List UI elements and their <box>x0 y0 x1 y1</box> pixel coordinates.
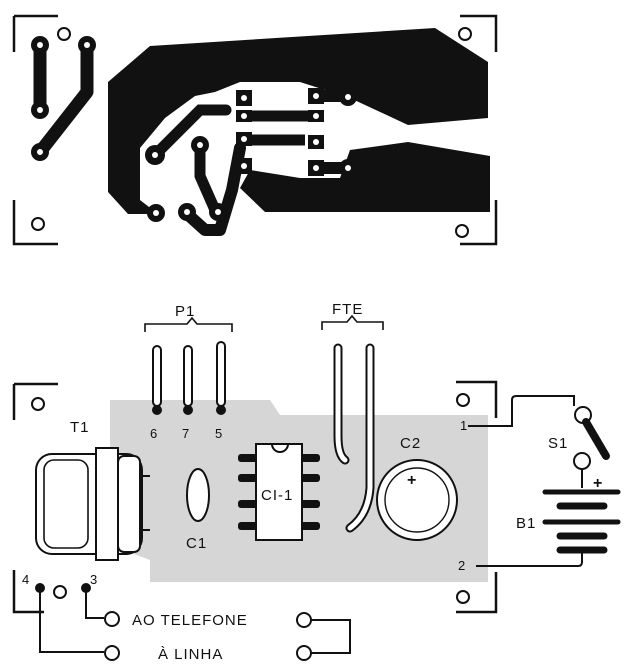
copper-bottom-plane <box>240 142 490 212</box>
corner-mark-br <box>460 200 498 246</box>
pad-hole <box>37 42 43 48</box>
label-b1-plus: + <box>593 475 602 492</box>
switch-s1-lever <box>582 418 610 460</box>
component-layout: P1 FTE T1 C1 C2 CI-1 S1 B1 + + 6 7 5 4 3… <box>12 301 621 663</box>
transformer-t1 <box>35 447 150 561</box>
corner-mark-tl2 <box>12 382 58 420</box>
battery-b1 <box>542 489 621 554</box>
capacitor-c1 <box>186 468 210 522</box>
corner-mark-bl2 <box>12 570 44 614</box>
mount-hole-5 <box>31 397 45 411</box>
mount-hole-3 <box>458 27 472 41</box>
copper-layout <box>12 14 498 246</box>
trace-diag <box>149 104 232 161</box>
ic-ci1 <box>238 443 320 541</box>
ic-pads <box>236 88 324 176</box>
label-ao-telefone: AO TELEFONE <box>132 612 248 629</box>
pin-t1-3: 3 <box>90 572 97 587</box>
corner-mark-tr2 <box>456 380 498 418</box>
label-fte: FTE <box>332 301 363 318</box>
label-c1: C1 <box>186 535 207 552</box>
pin-p1-6: 6 <box>150 426 157 441</box>
copper-ground-plane <box>108 28 488 214</box>
mount-hole-6 <box>53 585 67 599</box>
pin-p1-5: 5 <box>215 426 222 441</box>
telefone-terminal-right <box>296 612 312 628</box>
label-s1: S1 <box>548 435 568 452</box>
mount-hole-8 <box>456 590 470 604</box>
terminal-2: 2 <box>458 558 465 573</box>
linha-terminal-right <box>296 645 312 661</box>
label-c2: C2 <box>400 435 421 452</box>
terminal-1: 1 <box>460 418 467 433</box>
trace-left-2 <box>33 38 94 159</box>
pin-t1-4: 4 <box>22 572 29 587</box>
linha-terminal-left <box>104 645 120 661</box>
label-c2-plus: + <box>407 472 416 489</box>
corner-mark-tl <box>12 14 58 52</box>
mount-hole-1 <box>57 27 71 41</box>
label-a-linha: À LINHA <box>158 646 223 663</box>
corner-mark-br2 <box>456 572 498 614</box>
corner-mark-tr <box>460 14 498 52</box>
label-p1: P1 <box>175 303 195 320</box>
s1-b1-wiring <box>468 395 621 567</box>
switch-s1-contact-2 <box>573 452 591 470</box>
corner-mark-bl <box>12 200 58 246</box>
mount-hole-4 <box>455 224 469 238</box>
ic-pad-holes <box>241 93 319 171</box>
telefone-terminal-left <box>104 611 120 627</box>
p1-leads <box>152 341 226 407</box>
pin-p1-7: 7 <box>182 426 189 441</box>
capacitor-c2 <box>376 459 458 541</box>
label-b1: B1 <box>516 515 536 532</box>
mount-hole-2 <box>31 217 45 231</box>
trace-loop <box>179 142 246 236</box>
line-wiring <box>35 583 351 661</box>
trace-diag <box>194 139 221 216</box>
fte-bracket <box>321 314 384 330</box>
pad-hole <box>37 149 43 155</box>
p1-bracket <box>144 316 233 332</box>
pad-hole <box>37 107 43 113</box>
pad-hole <box>84 42 90 48</box>
label-ci1: CI-1 <box>261 487 293 504</box>
mount-hole-7 <box>456 393 470 407</box>
label-t1: T1 <box>70 419 90 436</box>
